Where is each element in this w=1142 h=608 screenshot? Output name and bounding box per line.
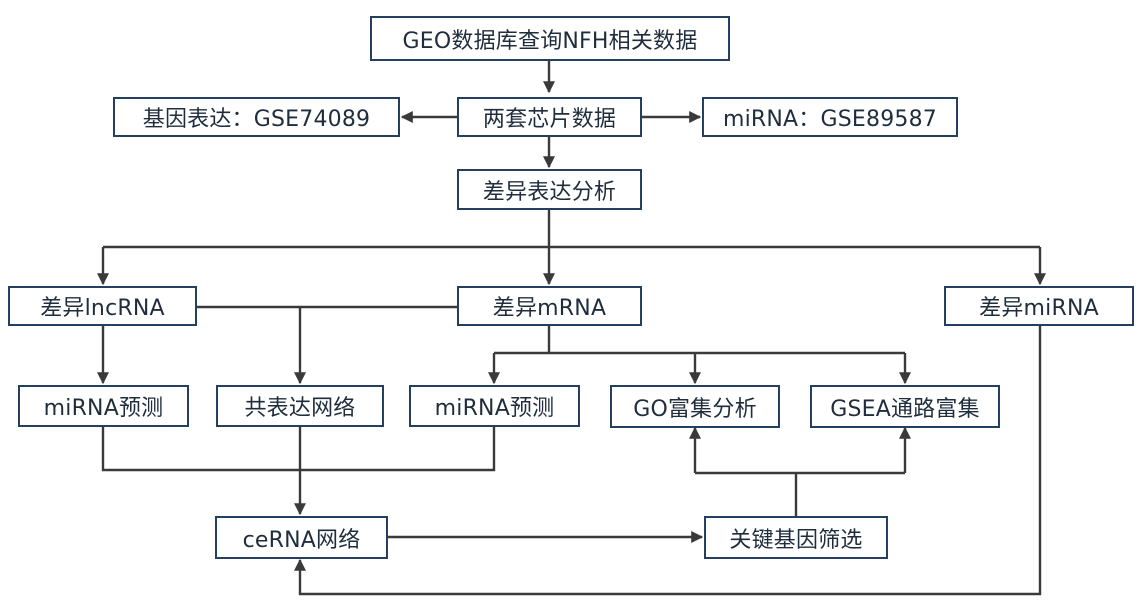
node-mirna-prediction-2: miRNA预测 [409,385,580,427]
node-two-chips: 两套芯片数据 [457,97,642,137]
node-mirna-prediction-1: miRNA预测 [18,385,189,427]
node-mirna-dataset: miRNA：GSE89587 [702,97,958,137]
node-key-gene-screening: 关键基因筛选 [704,516,888,559]
node-cerna-network: ceRNA网络 [215,516,388,559]
node-diff-mrna: 差异mRNA [457,286,642,326]
node-gene-expression: 基因表达：GSE74089 [113,97,400,137]
node-geo-query: GEO数据库查询NFH相关数据 [370,16,730,61]
edge-diff-expr-split [103,210,1040,249]
edge-mirna-to-cerna [294,326,1042,596]
edge-mrna-split [494,326,905,355]
node-diff-lncrna: 差异lncRNA [8,286,197,326]
node-diff-mirna: 差异miRNA [944,286,1134,326]
node-diff-expression: 差异表达分析 [457,169,642,210]
node-gsea-enrichment: GSEA通路富集 [810,385,1000,428]
node-coexpression-network: 共表达网络 [216,385,384,427]
node-go-enrichment: GO富集分析 [610,385,780,428]
edge-key-genes-split [695,471,905,516]
edge-mirna-preds-merge [101,427,496,472]
